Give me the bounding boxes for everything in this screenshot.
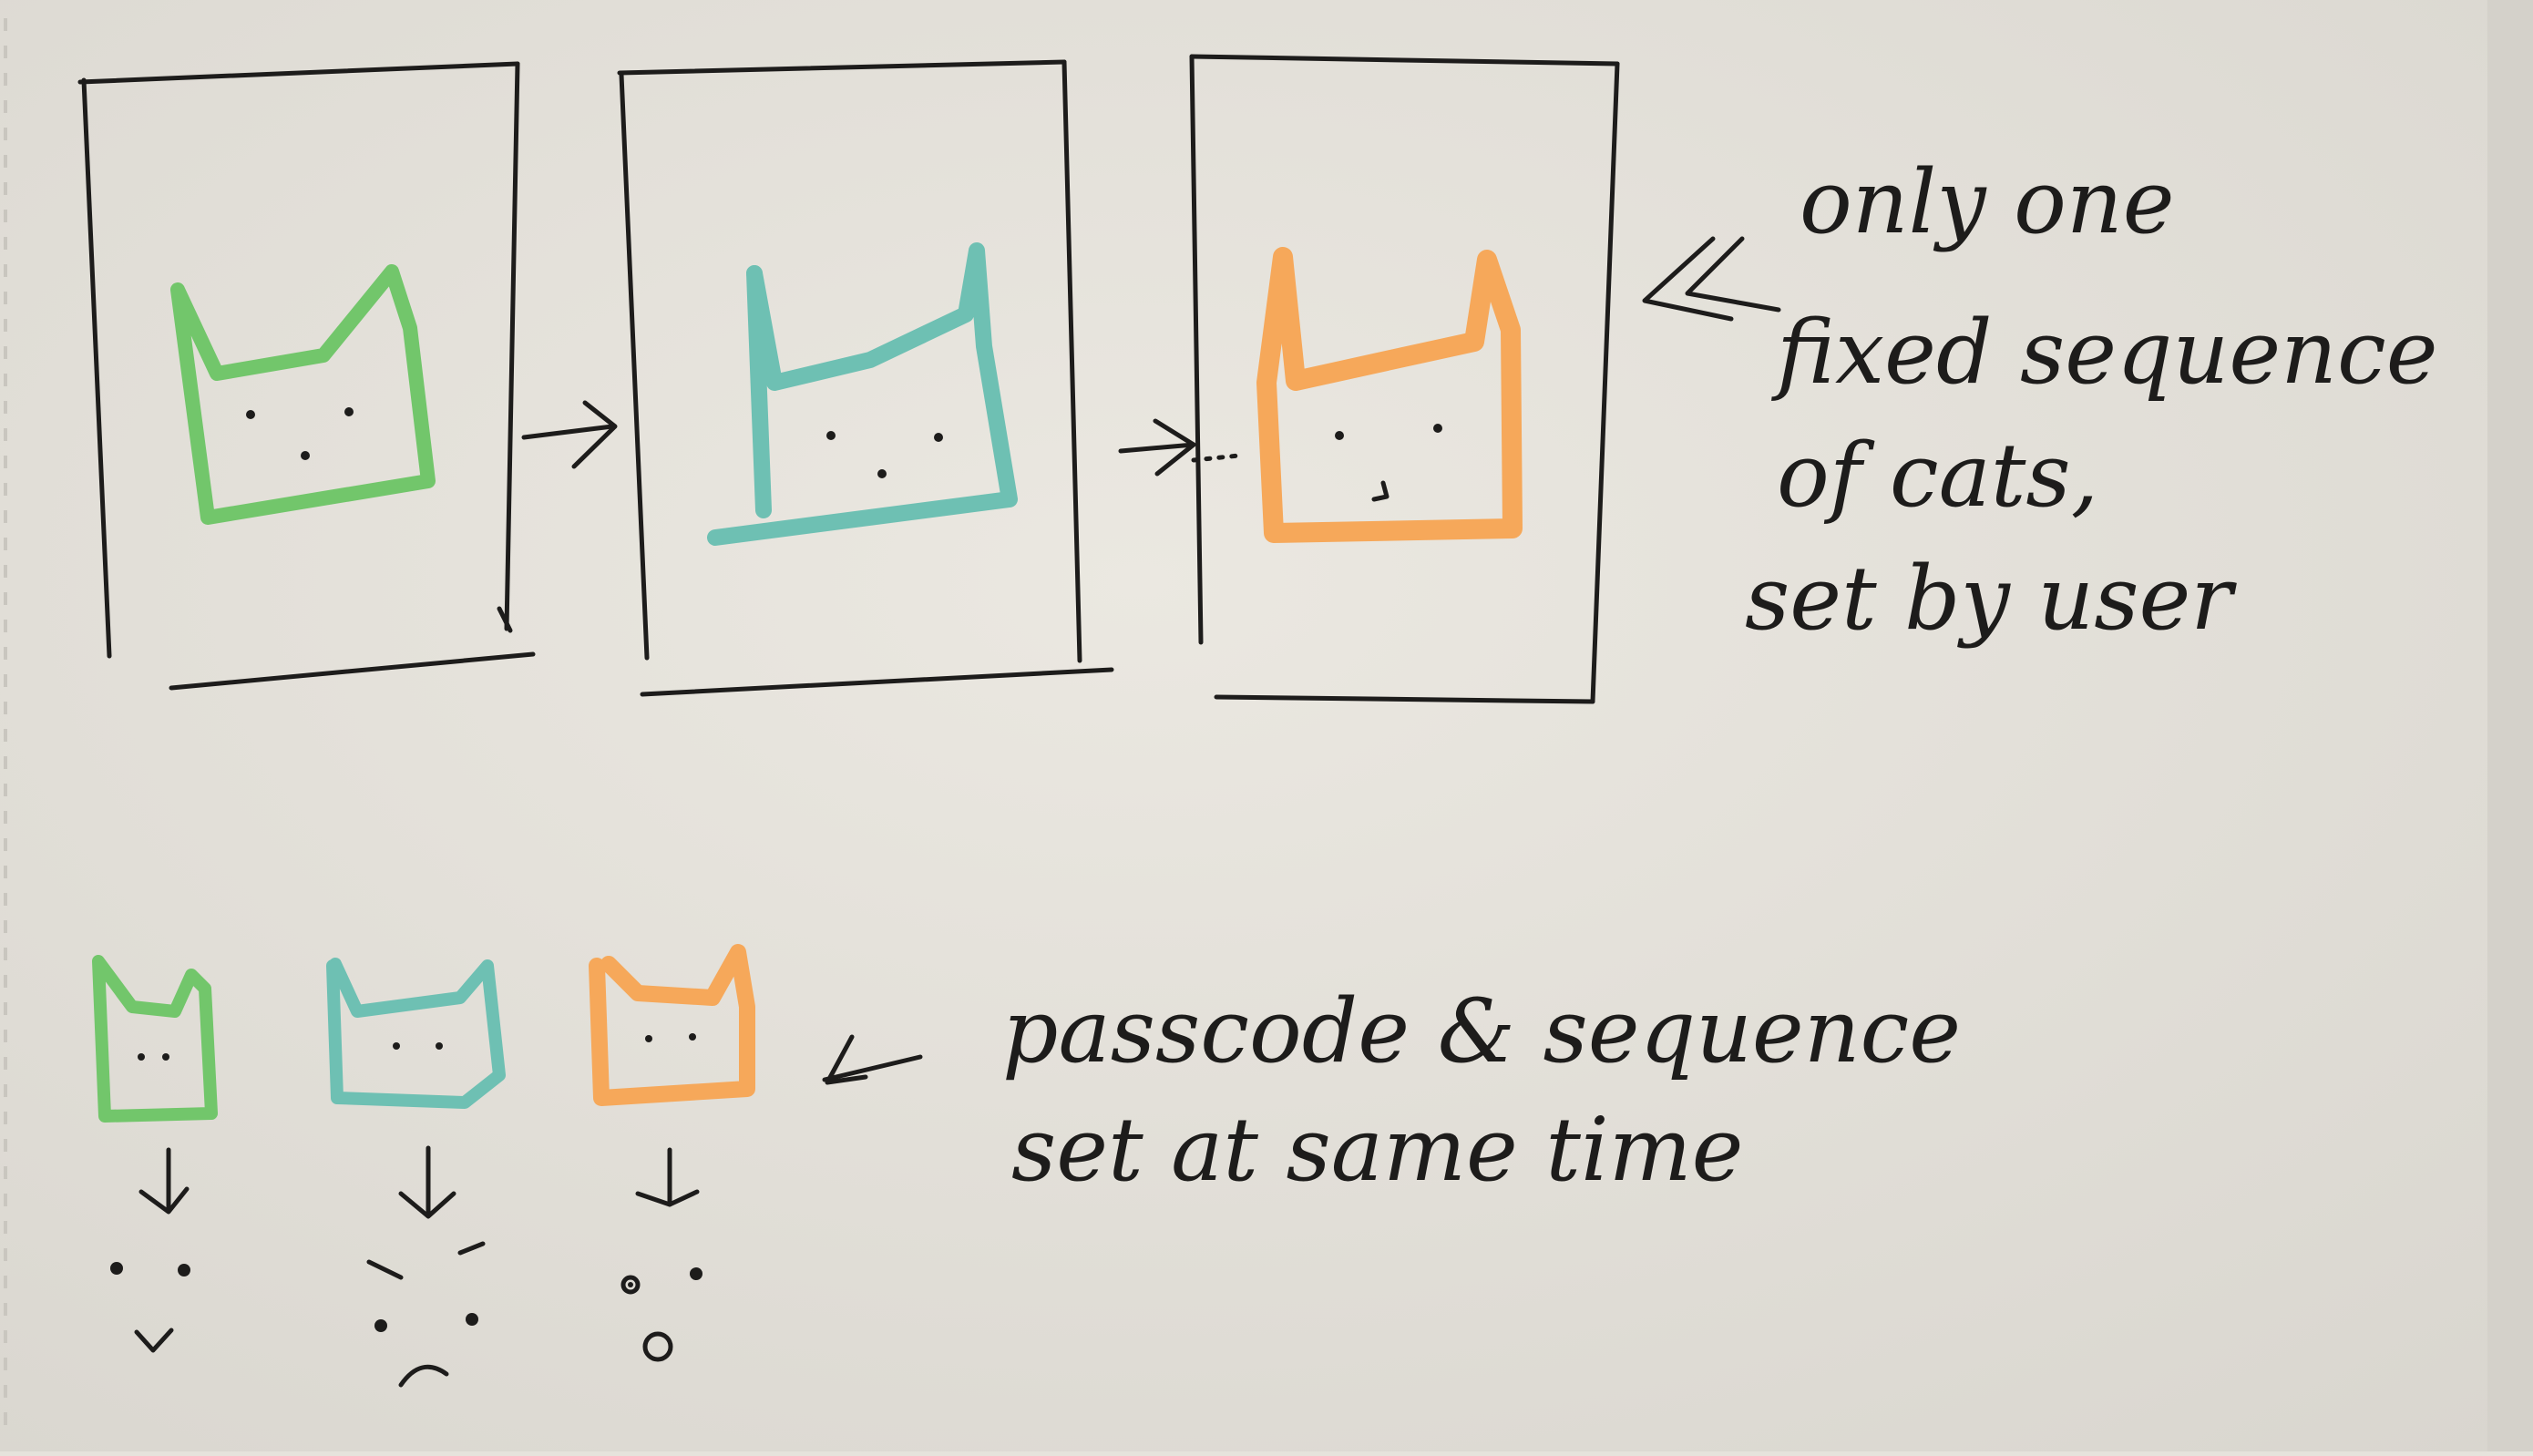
- page-edge: [2487, 0, 2533, 1451]
- phone-frame-3: [1189, 54, 1620, 704]
- bottom-arrow: [822, 1034, 923, 1085]
- bottom-annotation: passcode & sequence set at same time: [1002, 980, 1961, 1201]
- happy-face: [110, 1262, 190, 1353]
- orange-cat-small: [589, 944, 755, 1106]
- bottom-note-line-2: set at same time: [1011, 1099, 1743, 1201]
- green-cat-small: [92, 955, 218, 1123]
- arrow-1: [521, 400, 618, 469]
- orange-cat-large: [1256, 247, 1523, 543]
- surprised-face: [620, 1267, 702, 1362]
- top-note-line-1: only one: [1800, 151, 2175, 253]
- down-arrow-2: [398, 1145, 456, 1219]
- top-note-line-4: set by user: [1745, 548, 2237, 650]
- phone-frame-1: [77, 61, 536, 691]
- teal-cat-small: [326, 958, 506, 1109]
- top-note-line-2: fixed sequence: [1771, 302, 2438, 404]
- arrow-2: [1118, 418, 1242, 477]
- top-arrow: [1642, 236, 1781, 322]
- green-cat-large: [170, 264, 436, 525]
- down-arrow-3: [635, 1147, 700, 1207]
- top-note-line-3: of cats,: [1777, 425, 2098, 527]
- phone-frame-2: [617, 59, 1114, 697]
- top-annotation: only one fixed sequence of cats, set by …: [1745, 151, 2438, 650]
- angry-face: [366, 1241, 486, 1388]
- bottom-note-line-1: passcode & sequence: [1002, 980, 1961, 1082]
- down-arrow-1: [138, 1147, 190, 1215]
- teal-cat-large: [707, 242, 1018, 546]
